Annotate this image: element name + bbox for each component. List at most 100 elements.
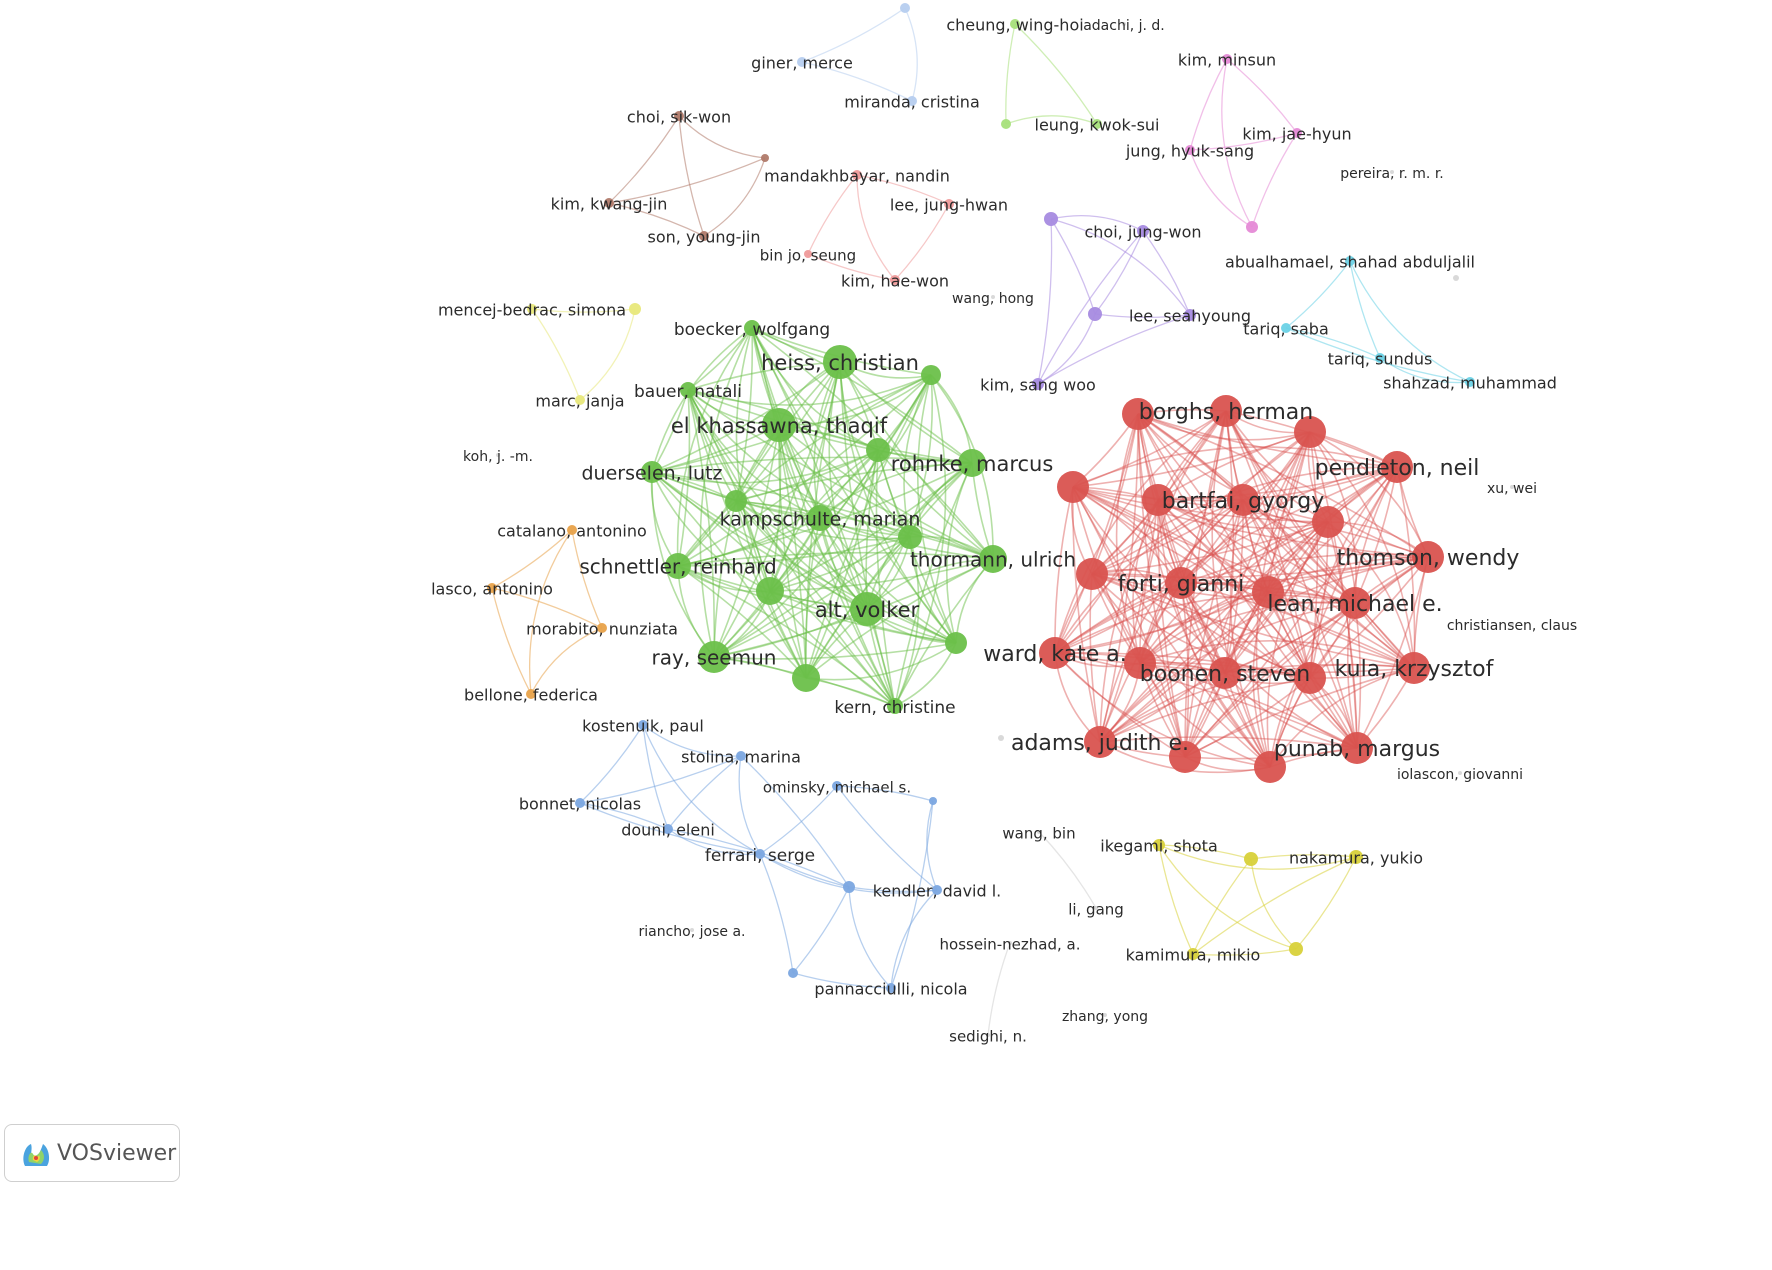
author-label[interactable]: el khassawna, thaqif — [671, 414, 888, 438]
author-label[interactable]: kim, sang woo — [980, 376, 1096, 395]
green-node[interactable] — [725, 490, 747, 512]
isolated-node[interactable] — [1122, 22, 1126, 26]
purple-node[interactable] — [1044, 212, 1058, 226]
author-label[interactable]: ward, kate a. — [983, 642, 1127, 667]
red-node[interactable] — [1294, 662, 1326, 694]
author-label[interactable]: bauer, natali — [634, 382, 742, 402]
author-label[interactable]: adams, judith e. — [1011, 731, 1189, 756]
isolated-node[interactable] — [496, 453, 500, 457]
red-node[interactable] — [1254, 751, 1286, 783]
red-node[interactable] — [1227, 484, 1259, 516]
author-label[interactable]: thomson, wendy — [1337, 546, 1520, 571]
salmon-node[interactable] — [944, 199, 954, 209]
red-node[interactable] — [1076, 558, 1108, 590]
isolated-node[interactable] — [1510, 485, 1514, 489]
red-node[interactable] — [1398, 652, 1430, 684]
author-label[interactable]: sedighi, n. — [949, 1028, 1027, 1046]
author-label[interactable]: wang, bin — [1002, 825, 1075, 843]
yellow-node[interactable] — [1244, 852, 1258, 866]
green-node[interactable] — [744, 320, 760, 336]
author-label[interactable]: boonen, steven — [1140, 662, 1310, 687]
author-label[interactable]: riancho, jose a. — [639, 924, 746, 940]
isolated-node[interactable] — [1510, 622, 1514, 626]
red-node[interactable] — [1381, 451, 1413, 483]
red-node[interactable] — [1412, 541, 1444, 573]
yellow-node[interactable] — [1187, 948, 1199, 960]
author-label[interactable]: lee, seahyoung — [1129, 307, 1251, 326]
author-label[interactable]: schnettler, reinhard — [579, 555, 776, 579]
lightgreen-node[interactable] — [1010, 19, 1020, 29]
green-node[interactable] — [866, 438, 890, 462]
author-label[interactable]: pendleton, neil — [1315, 456, 1480, 481]
author-label[interactable]: kern, christine — [834, 698, 955, 718]
pink-node[interactable] — [1222, 54, 1232, 64]
red-node[interactable] — [1252, 576, 1284, 608]
author-label[interactable]: kim, minsun — [1178, 51, 1276, 70]
author-label[interactable]: kim, hae-won — [841, 272, 949, 291]
isolated-node[interactable] — [991, 295, 995, 299]
salmon-node[interactable] — [852, 170, 862, 180]
green-node[interactable] — [762, 408, 796, 442]
red-node[interactable] — [1057, 471, 1089, 503]
isolated-node[interactable] — [998, 735, 1004, 741]
pink-node[interactable] — [1292, 128, 1302, 138]
green-node[interactable] — [958, 449, 986, 477]
red-node[interactable] — [1312, 506, 1344, 538]
author-label[interactable]: shahzad, muhammad — [1383, 374, 1557, 393]
author-label[interactable]: mandakhbayar, nandin — [764, 167, 950, 186]
blue-node[interactable] — [886, 983, 896, 993]
orange-node[interactable] — [567, 525, 577, 535]
cyan-node[interactable] — [1281, 323, 1291, 333]
author-label[interactable]: tariq, sundus — [1328, 350, 1433, 369]
green-node[interactable] — [979, 545, 1007, 573]
red-node[interactable] — [1169, 741, 1201, 773]
author-label[interactable]: kamimura, mikio — [1126, 946, 1261, 965]
green-node[interactable] — [898, 525, 922, 549]
blue-node[interactable] — [843, 881, 855, 893]
author-label[interactable]: adachi, j. d. — [1083, 18, 1165, 34]
author-label[interactable]: kostenuik, paul — [582, 717, 704, 736]
isolated-node[interactable] — [986, 1033, 990, 1037]
author-label[interactable]: pereira, r. m. r. — [1340, 166, 1444, 182]
author-label[interactable]: boecker, wolfgang — [674, 320, 830, 340]
author-label[interactable]: kampschulte, marian — [720, 509, 921, 531]
isolated-node[interactable] — [690, 928, 694, 932]
green-node[interactable] — [823, 345, 857, 379]
author-label[interactable]: marc, janja — [535, 392, 624, 411]
brown-node[interactable] — [699, 231, 709, 241]
author-label[interactable]: choi, jung-won — [1084, 223, 1201, 242]
author-label[interactable]: nakamura, yukio — [1289, 849, 1423, 868]
author-label[interactable]: son, young-jin — [648, 228, 761, 247]
isolated-node[interactable] — [1094, 906, 1098, 910]
author-label[interactable]: bin jo, seung — [760, 247, 856, 265]
green-node[interactable] — [756, 577, 784, 605]
red-node[interactable] — [1341, 732, 1373, 764]
isolated-node[interactable] — [1008, 941, 1012, 945]
author-label[interactable]: ikegami, shota — [1100, 837, 1218, 856]
author-label[interactable]: ferrari, serge — [705, 846, 815, 866]
salmon-node[interactable] — [890, 275, 900, 285]
author-label[interactable]: douni, eleni — [621, 821, 715, 840]
author-label[interactable]: iolascon, giovanni — [1397, 767, 1523, 783]
blue-node[interactable] — [832, 781, 842, 791]
lightblue-node[interactable] — [797, 57, 807, 67]
red-node[interactable] — [1294, 416, 1326, 448]
red-node[interactable] — [1084, 726, 1116, 758]
author-label[interactable]: ominsky, michael s. — [763, 779, 911, 797]
salmon-node[interactable] — [804, 250, 812, 258]
author-label[interactable]: morabito, nunziata — [526, 620, 678, 639]
isolated-node[interactable] — [1037, 830, 1041, 834]
author-label[interactable]: hossein-nezhad, a. — [940, 936, 1081, 954]
cyan-node[interactable] — [1465, 377, 1475, 387]
author-label[interactable]: giner, merce — [751, 54, 853, 73]
author-label[interactable]: miranda, cristina — [844, 93, 980, 112]
author-label[interactable]: choi, sik-won — [627, 108, 731, 127]
author-label[interactable]: catalano, antonino — [497, 522, 647, 541]
author-label[interactable]: punab, margus — [1274, 737, 1440, 762]
author-label[interactable]: christiansen, claus — [1447, 618, 1577, 634]
isolated-node[interactable] — [1103, 1013, 1107, 1017]
isolated-node[interactable] — [1390, 170, 1394, 174]
blue-node[interactable] — [929, 797, 937, 805]
author-label[interactable]: kendler, david l. — [873, 882, 1002, 901]
